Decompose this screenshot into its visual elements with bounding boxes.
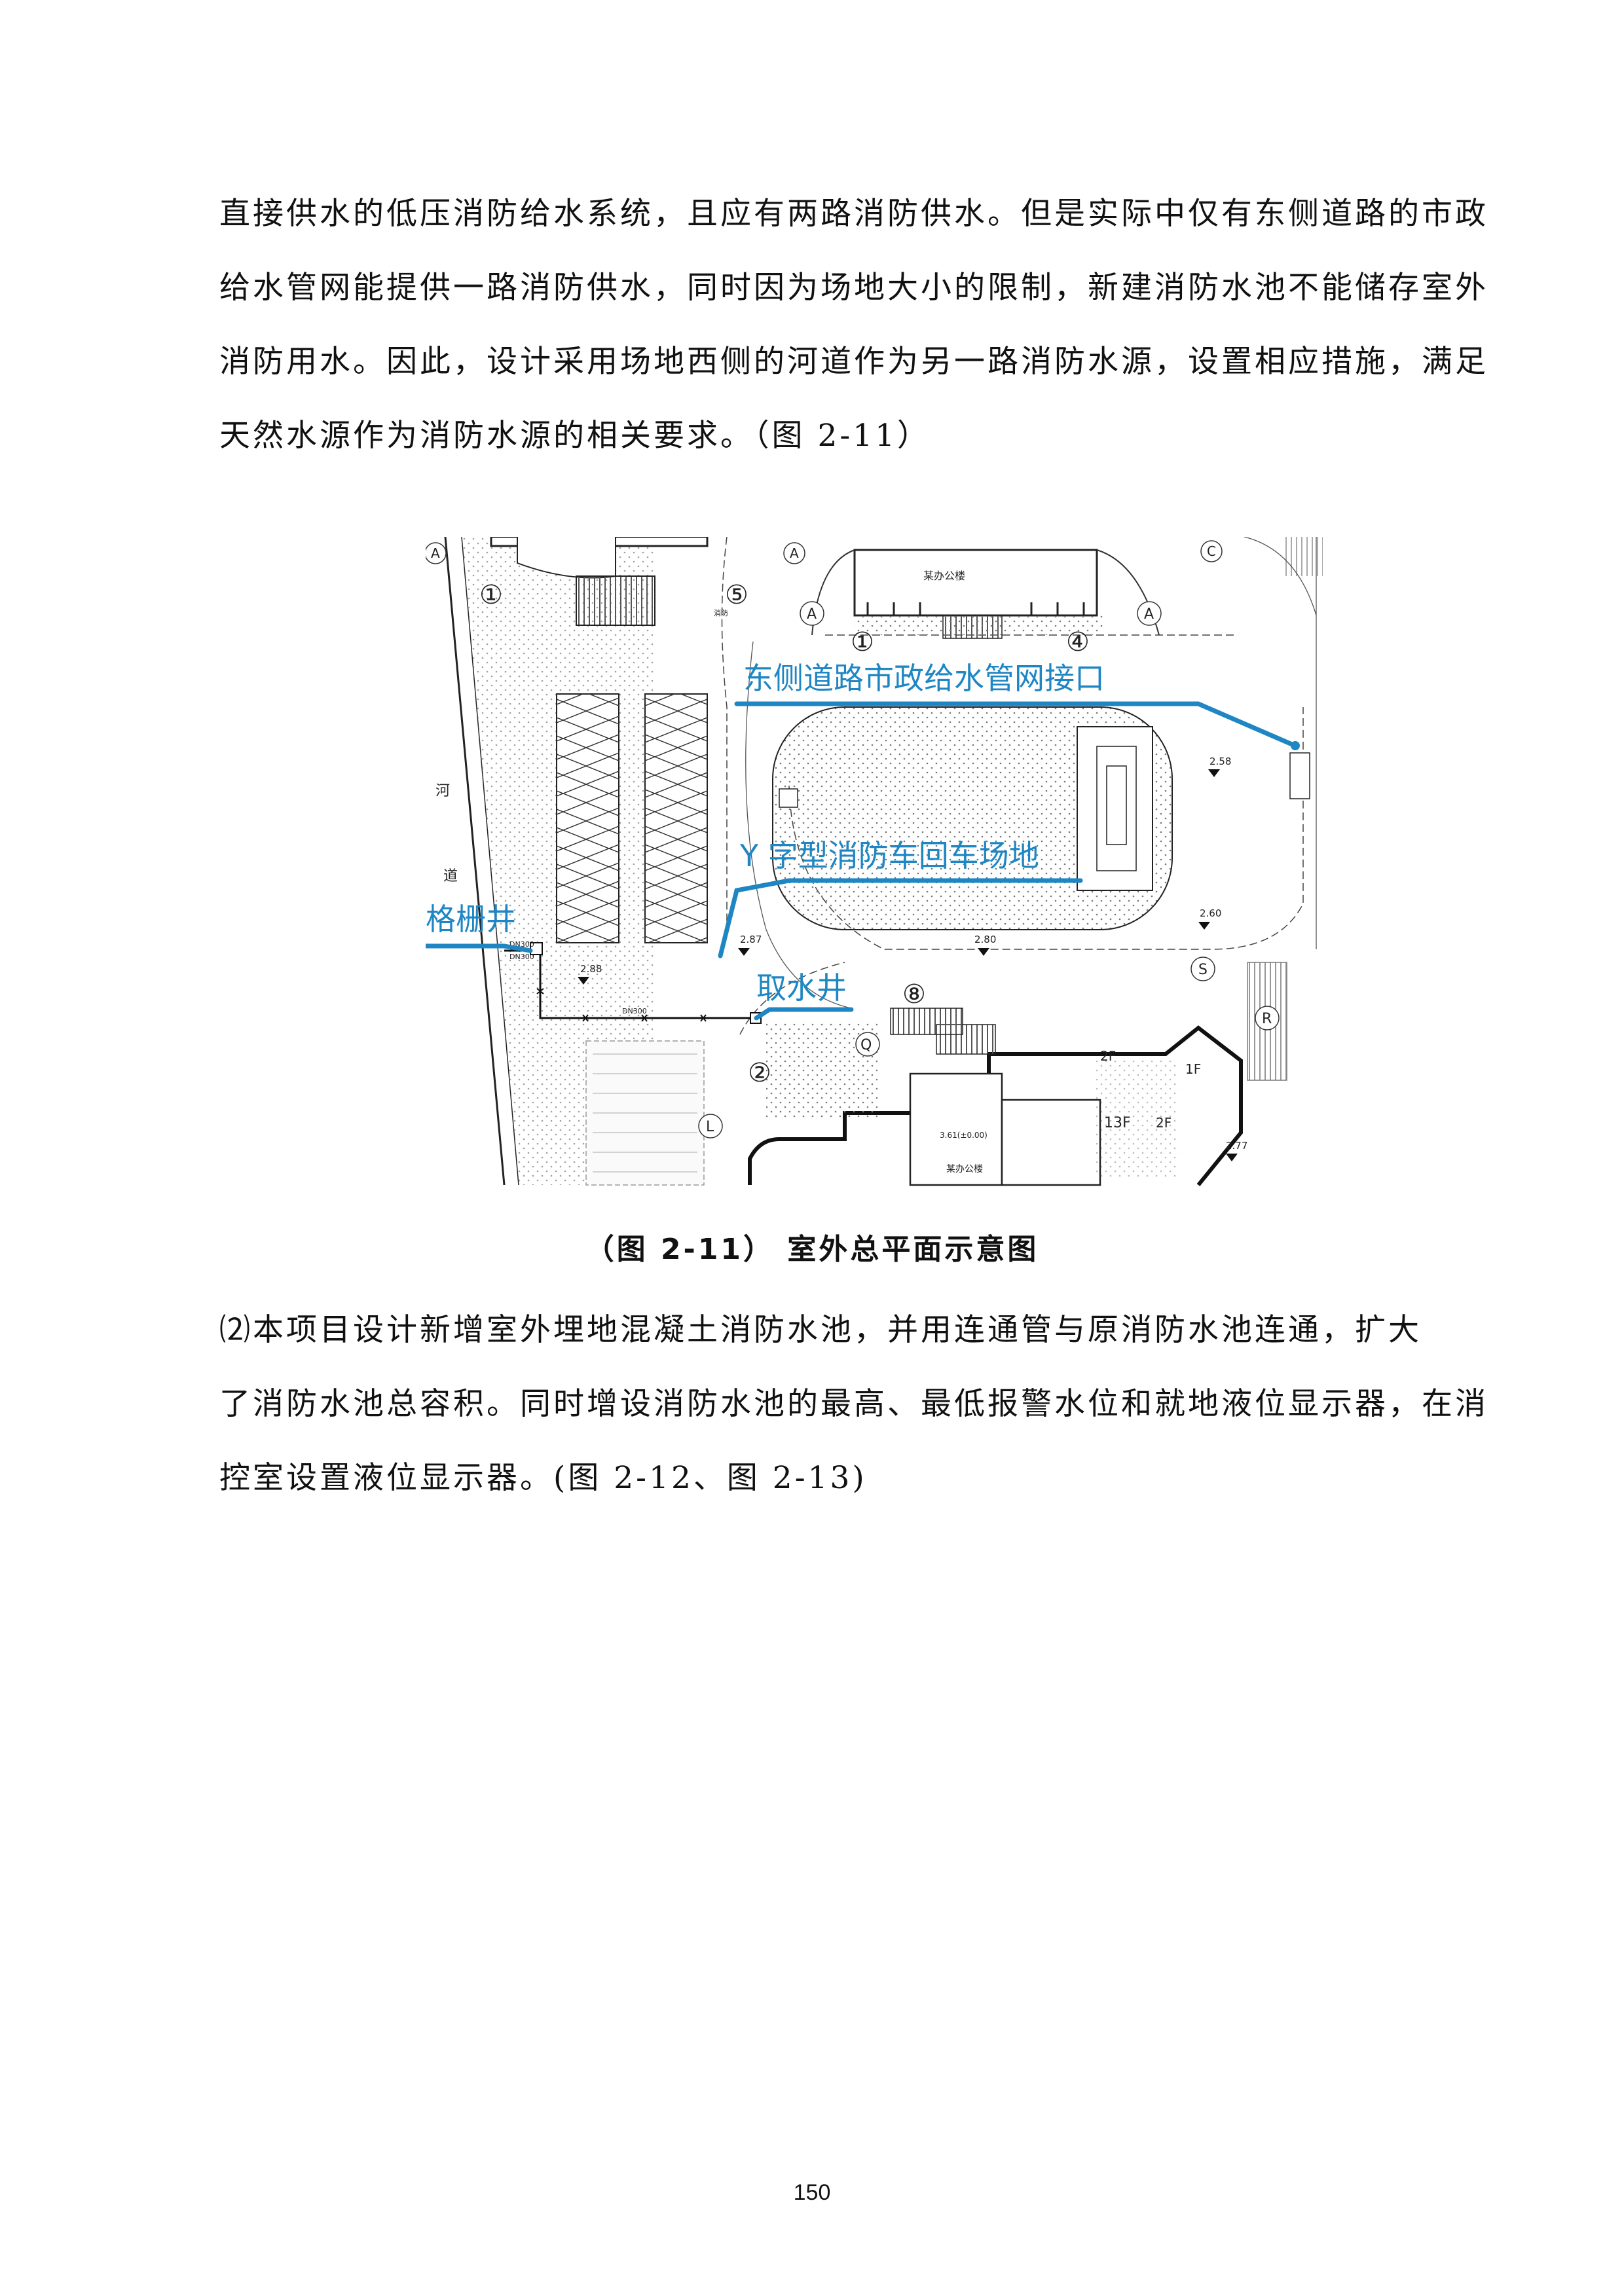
- grid-marker-1: ①: [479, 580, 503, 610]
- grid-marker-1b: ①: [851, 627, 874, 657]
- callout-intake-well: 取水井: [756, 970, 847, 1006]
- grid-marker-circles: [426, 540, 1280, 1139]
- grid-marker-8: ⑧: [902, 979, 926, 1010]
- pipe-label-dn300-c: DN300: [622, 1007, 647, 1015]
- elevation-2-80: 2.80: [974, 934, 996, 945]
- site-plan-drawing: 某办公楼 DN300 DN300 DN300: [426, 537, 1323, 1186]
- floors-2f-b: 2F: [1156, 1115, 1172, 1131]
- grid-marker-s: S: [1198, 962, 1208, 978]
- river-label-dao: 道: [443, 868, 458, 884]
- grid-marker-r: R: [1262, 1011, 1272, 1027]
- grid-marker-2: ②: [748, 1058, 771, 1088]
- northeast-hatch: [1283, 537, 1323, 576]
- floors-13f: 13F: [1104, 1115, 1131, 1131]
- sign-label: 消防: [714, 608, 728, 617]
- pipe-label-dn300-b: DN300: [509, 953, 534, 961]
- grid-marker-l: L: [706, 1119, 714, 1135]
- site-plan-figure: 某办公楼 DN300 DN300 DN300: [426, 537, 1336, 1192]
- floors-1f: 1F: [1185, 1061, 1201, 1077]
- elevation-2-77: 2.77: [1226, 1140, 1247, 1152]
- sign-box: [779, 788, 798, 808]
- elevation-2-87: 2.87: [740, 934, 762, 945]
- floors-2f-a: 2F: [1100, 1048, 1116, 1064]
- grid-marker-q: Q: [860, 1037, 872, 1053]
- grid-marker-4: ④: [1066, 627, 1090, 657]
- top-office-building: [811, 549, 1160, 639]
- paragraph-1: 直接供水的低压消防给水系统，且应有两路消防供水。但是实际中仅有东侧道路的市政 给…: [219, 177, 1488, 473]
- grid-marker-c: C: [1207, 543, 1216, 559]
- figure-caption: （图 2-11） 室外总平面示意图: [585, 1233, 1039, 1266]
- elevation-2-88: 2.88: [580, 963, 602, 975]
- paragraph-2-line: 控室设置液位显示器。(图 2-12、图 2-13): [219, 1460, 867, 1496]
- river-label-he: 河: [435, 783, 450, 799]
- callout-grate-well: 格栅井: [426, 902, 516, 937]
- callout-east-connection: 东侧道路市政给水管网接口: [743, 661, 1105, 696]
- page-number: 150: [793, 2180, 831, 2205]
- parking-row-2-stalls: [645, 694, 707, 943]
- east-gate: [1289, 752, 1310, 799]
- callout-leader-lines: [426, 701, 1299, 1021]
- office-bottom-label: 某办公楼: [946, 1164, 983, 1175]
- paragraph-2: ⑵本项目设计新增室外埋地混凝土消防水池，并用连通管与原消防水池连通，扩大 了消防…: [219, 1293, 1488, 1515]
- elevation-2-60: 2.60: [1200, 907, 1221, 919]
- top-left-building: [490, 537, 709, 626]
- paragraph-1-line: 直接供水的低压消防给水系统，且应有两路消防供水。但是实际中仅有东侧道路的市政: [219, 196, 1488, 232]
- central-courtyard: [772, 706, 1173, 930]
- office-top-label: 某办公楼: [923, 570, 965, 582]
- grid-marker-a3: A: [807, 606, 817, 623]
- bottom-building: [748, 1008, 1243, 1186]
- lower-parking-stripes: [593, 1053, 697, 1173]
- elevation-2-58: 2.58: [1209, 756, 1231, 767]
- grid-marker-a2: A: [790, 545, 799, 561]
- grid-marker-a1: A: [431, 545, 440, 561]
- paragraph-1-line: 消防用水。因此，设计采用场地西侧的河道作为另一路消防水源，设置相应措施，满足: [219, 344, 1488, 380]
- paragraph-2-line: 了消防水池总容积。同时增设消防水池的最高、最低报警水位和就地液位显示器，在消: [219, 1386, 1488, 1422]
- callout-y-turnaround: Y 字型消防车回车场地: [739, 838, 1039, 873]
- parking-row-1-stalls: [557, 694, 619, 943]
- elevation-tag: 3.61(±0.00): [940, 1131, 987, 1140]
- grid-marker-5: ⑤: [725, 580, 748, 610]
- elevation-markers: [578, 769, 1238, 1161]
- courtyard-stage: [1077, 726, 1153, 891]
- paragraph-2-line: ⑵本项目设计新增室外埋地混凝土消防水池，并用连通管与原消防水池连通，扩大: [219, 1312, 1422, 1348]
- pipe-valves: [536, 988, 707, 1022]
- paragraph-1-line: 给水管网能提供一路消防供水，同时因为场地大小的限制，新建消防水池不能储存室外: [219, 270, 1488, 306]
- paragraph-1-line: 天然水源作为消防水源的相关要求。（图 2-11）: [219, 418, 931, 454]
- east-connection-point: [1291, 741, 1300, 750]
- grid-marker-a4: A: [1144, 606, 1154, 623]
